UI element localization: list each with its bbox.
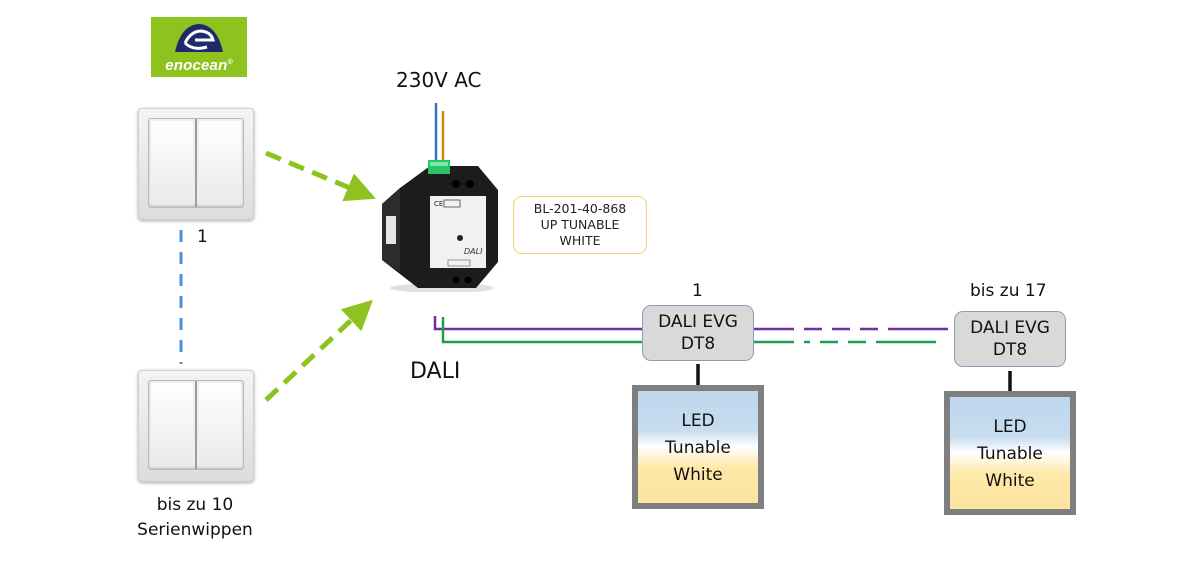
rocker-left[interactable] xyxy=(151,383,194,467)
product-name-line1: UP TUNABLE xyxy=(540,217,620,232)
led-lamp-1[interactable]: LED Tunable White xyxy=(632,385,764,509)
switch-rocker-frame xyxy=(148,380,244,470)
led-lamp-n[interactable]: LED Tunable White xyxy=(944,391,1076,515)
switch-n-count: bis zu 10 xyxy=(156,495,234,515)
ballast-device-type: DT8 xyxy=(680,334,716,354)
enocean-mark-icon xyxy=(175,24,223,52)
radio-arrow-bottom xyxy=(264,299,373,402)
device-dali-mark: DALI xyxy=(464,247,483,256)
rocker-right[interactable] xyxy=(198,383,241,467)
switch-rocker-frame xyxy=(148,118,244,208)
switch-n-type: Serienwippen xyxy=(137,520,253,540)
switch-n-label: bis zu 10 Serienwippen xyxy=(120,493,270,543)
dali-bus-label: DALI xyxy=(410,359,461,384)
wall-switch-n[interactable] xyxy=(138,370,254,482)
rocker-right[interactable] xyxy=(198,121,241,205)
dali-actuator-device[interactable]: CE DALI xyxy=(378,160,500,292)
enocean-wordmark: enocean® xyxy=(165,57,233,74)
svg-text:CE: CE xyxy=(434,200,443,208)
rocker-divider xyxy=(195,381,197,469)
power-label: 230V AC xyxy=(396,68,482,92)
enocean-logo: enocean® xyxy=(151,17,247,77)
lamp-label-line1: LED xyxy=(993,417,1027,437)
ballast-type: DALI EVG xyxy=(658,312,738,332)
dali-ballast-n[interactable]: DALI EVG DT8 xyxy=(954,311,1066,367)
ballast-device-type: DT8 xyxy=(992,340,1028,360)
ballast-n-index: bis zu 17 xyxy=(970,281,1047,301)
dali-wire-purple xyxy=(433,316,642,331)
lamp-label-line2: Tunable xyxy=(665,438,731,458)
lamp-label-line2: Tunable xyxy=(977,444,1043,464)
switch-1-label: 1 xyxy=(197,227,208,247)
ballast-1-index: 1 xyxy=(692,281,703,301)
product-name-line2: WHITE xyxy=(559,233,601,248)
rocker-divider xyxy=(195,119,197,207)
ballast-type: DALI EVG xyxy=(970,318,1050,338)
lamp-label-line1: LED xyxy=(681,411,715,431)
wall-switch-1[interactable] xyxy=(138,108,254,220)
radio-arrow-top xyxy=(265,150,376,202)
lamp-label-line3: White xyxy=(673,465,723,485)
dali-wire-green xyxy=(441,317,642,344)
rocker-left[interactable] xyxy=(151,121,194,205)
product-number: BL-201-40-868 xyxy=(533,201,627,216)
dali-ballast-1[interactable]: DALI EVG DT8 xyxy=(642,305,754,361)
lamp-label-line3: White xyxy=(985,471,1035,491)
product-callout: BL-201-40-868 UP TUNABLE WHITE xyxy=(513,196,647,254)
